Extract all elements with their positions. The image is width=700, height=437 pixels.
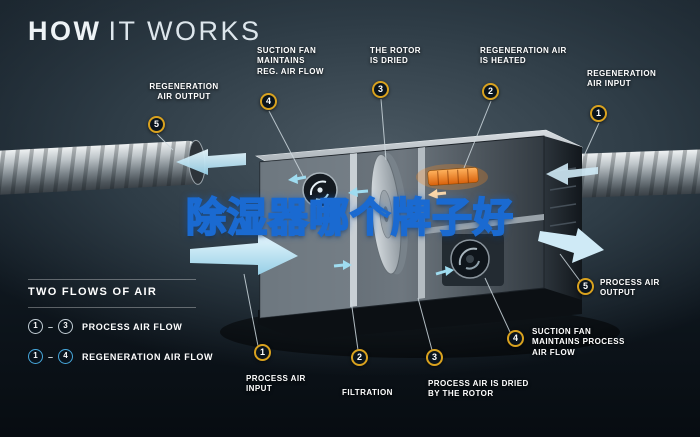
legend-row-process: 1 – 3 PROCESS AIR FLOW [28, 319, 182, 334]
leader-lines [156, 98, 600, 351]
callout-label-suction-reg: SUCTION FAN MAINTAINS REG. AIR FLOW [257, 46, 324, 76]
legend-row-regeneration: 1 – 4 REGENERATION AIR FLOW [28, 349, 213, 364]
callout-label-reg-input: REGENERATION AIR INPUT [587, 69, 657, 89]
airflow-arrows [176, 149, 604, 276]
callout-number-suction-process: 4 [507, 330, 524, 347]
left-duct [0, 139, 206, 196]
legend-divider-top [28, 279, 196, 280]
legend-circle-process-to: 3 [58, 319, 74, 334]
heater [416, 164, 488, 190]
callout-number-reg-heated: 2 [482, 83, 499, 100]
callout-label-rotor-dried: THE ROTOR IS DRIED [370, 46, 422, 66]
callout-label-process-dried: PROCESS AIR IS DRIED BY THE ROTOR [428, 379, 529, 399]
regeneration-fan [302, 172, 338, 208]
divider-panel-2 [418, 147, 425, 299]
legend-circle-regen-from: 1 [28, 349, 43, 364]
callout-number-process-dried: 3 [426, 349, 443, 366]
legend-dash: – [48, 351, 54, 362]
callout-label-suction-process: SUCTION FAN MAINTAINS PROCESS AIR FLOW [532, 327, 625, 357]
legend-label-process: PROCESS AIR FLOW [82, 321, 183, 332]
legend-heading: TWO FLOWS OF AIR [28, 286, 158, 298]
callout-number-reg-output: 5 [148, 116, 165, 133]
dehumidifier-unit [220, 129, 620, 358]
legend-label-regeneration: REGENERATION AIR FLOW [82, 351, 214, 362]
callout-number-process-input: 1 [254, 344, 271, 361]
legend-dash: – [48, 321, 54, 332]
machine-base [258, 282, 582, 340]
process-fan [442, 234, 504, 286]
title-it-works: IT WORKS [108, 16, 262, 46]
callout-number-reg-input: 1 [590, 105, 607, 122]
callout-label-process-input: PROCESS AIR INPUT [246, 374, 306, 394]
internal-arrows [288, 174, 454, 276]
legend-divider-bottom [28, 307, 196, 308]
watermark-text: 除湿器哪个牌子好 [185, 195, 514, 241]
reg-input-arrow [546, 163, 598, 185]
process-output-arrow [538, 228, 604, 263]
process-input-arrow [190, 233, 298, 275]
reg-output-arrow [176, 149, 246, 175]
callout-label-filtration: FILTRATION [342, 388, 393, 397]
callout-number-rotor-dried: 3 [372, 81, 389, 98]
callout-label-reg-heated: REGENERATION AIR IS HEATED [480, 46, 567, 66]
title-how: HOW [28, 16, 102, 46]
callout-number-process-output: 5 [577, 278, 594, 295]
legend-circle-regen-to: 4 [58, 349, 74, 364]
legend-circle-process-from: 1 [28, 319, 43, 334]
callout-number-suction-reg: 4 [260, 93, 277, 110]
rotor [370, 152, 408, 275]
callout-label-reg-output: REGENERATION AIR OUTPUT [149, 82, 219, 102]
shelf-panel [425, 214, 544, 234]
callout-number-filtration: 2 [351, 349, 368, 366]
callout-label-process-output: PROCESS AIR OUTPUT [600, 278, 660, 298]
